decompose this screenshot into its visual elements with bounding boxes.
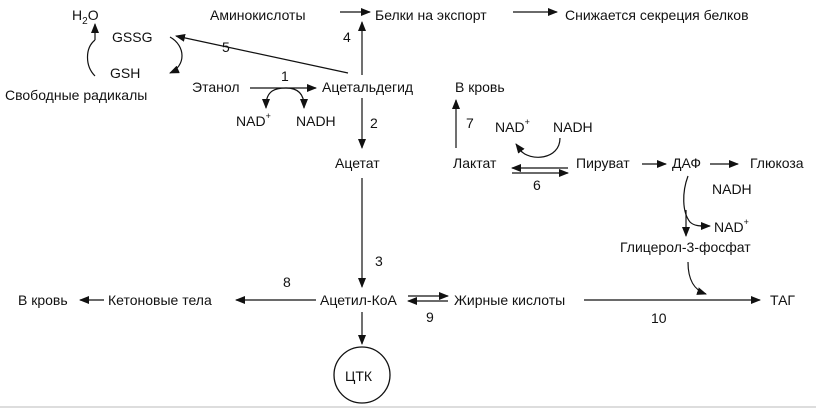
to-blood-2-label: В кровь [18,292,68,308]
tca-circle [333,346,391,404]
acetaldehyde-label: Ацетальдегид [322,79,413,95]
nadh-usage-curve [683,175,707,227]
lactate-label: Лактат [453,155,497,171]
step-7-label: 7 [466,115,474,131]
free-radicals-label: Свободные радикалы [5,87,147,103]
nad-plus-1-label: NAD+ [236,111,271,129]
fatty-acids-label: Жирные кислоты [454,292,565,308]
acetate-label: Ацетат [335,155,380,171]
nad-plus-3-label: NAD+ [714,217,749,235]
step-3-label: 3 [375,253,383,269]
glycerol-3-phosphate-label: Глицерол-3-фосфат [620,239,751,255]
to-blood-1-label: В кровь [455,79,505,95]
amino-acids-label: Аминокислоты [210,7,306,23]
step-5-label: 5 [222,39,230,55]
nad-plus-2-label: NAD+ [495,117,530,135]
glucose-label: Глюкоза [750,155,804,171]
arrow-step-5 [175,33,349,74]
step-4-label: 4 [343,29,351,45]
step-9-label: 9 [426,309,434,325]
arrow-glycerol-to-tag [687,261,707,295]
arrow-to-nad-2 [515,143,525,154]
tag-label: ТАГ [770,292,795,308]
nad-reduction-curve-1 [265,87,305,107]
gsh-label: GSH [110,65,140,81]
arrow-gssg-to-gsh [169,36,183,74]
nadh-3-label: NADH [712,181,752,197]
secretion-decreased-label: Снижается секреция белков [565,7,749,23]
nadh-oxidation-curve [519,137,561,158]
acetyl-coa-label: Ацетил-КоА [320,292,398,308]
step-10-label: 10 [651,310,667,326]
ketone-bodies-label: Кетоновые тела [108,292,212,308]
step-2-label: 2 [370,115,378,131]
arrow-gsh-to-gssg [86,39,96,77]
dap-label: ДАФ [672,155,701,171]
step-1-label: 1 [281,68,289,84]
step-8-label: 8 [283,274,291,290]
pyruvate-label: Пируват [576,155,630,171]
water-label: H2O [72,7,99,27]
export-proteins-label: Белки на экспорт [375,7,487,23]
nadh-2-label: NADH [553,119,593,135]
nadh-1-label: NADH [296,113,336,129]
step-6-label: 6 [533,177,541,193]
gssg-label: GSSG [112,29,152,45]
tca-label: ЦТК [345,368,373,384]
ethanol-label: Этанол [192,79,239,95]
